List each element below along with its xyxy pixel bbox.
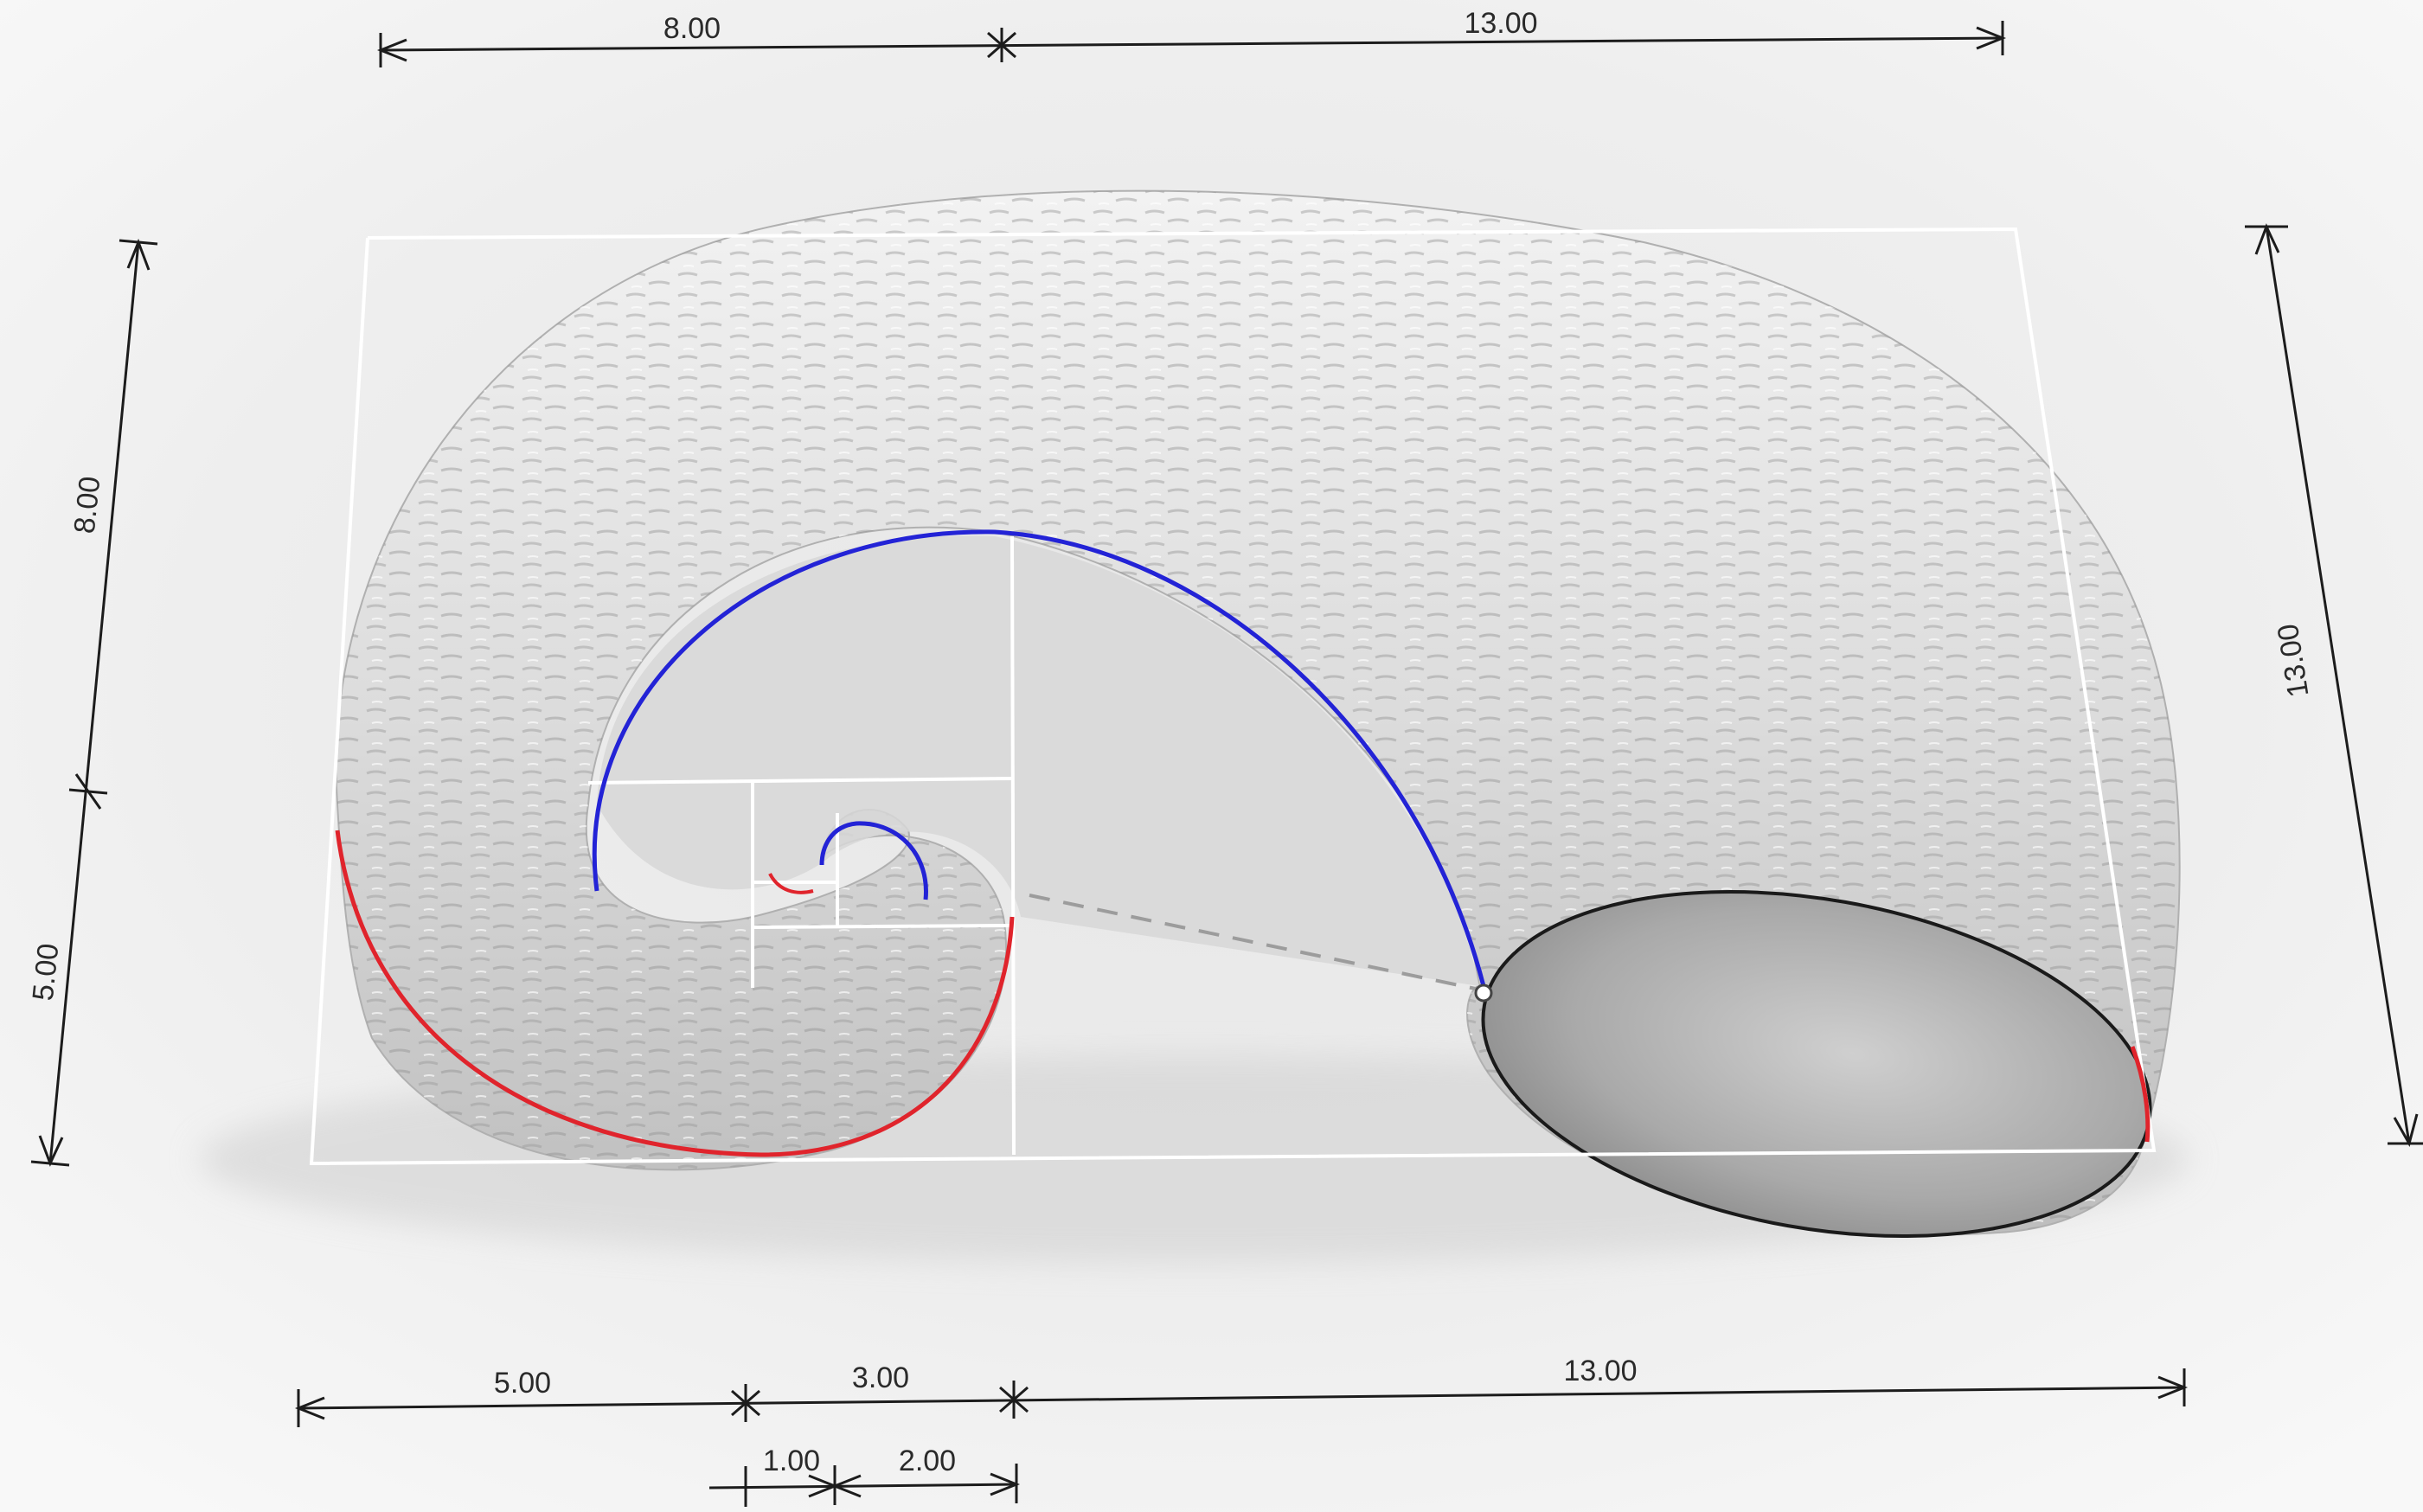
spiral-inner-floor <box>597 535 1479 986</box>
dimension-label: 5.00 <box>494 1367 551 1400</box>
dimension-label: 3.00 <box>852 1361 909 1394</box>
dimension-left: 8.00 5.00 <box>27 238 158 1167</box>
dimension-label: 5.00 <box>27 942 66 1003</box>
dimension-top: 8.00 13.00 <box>376 7 2007 67</box>
axis-dashed-line <box>1029 894 1484 992</box>
dimension-label: 1.00 <box>763 1445 820 1477</box>
dimension-bottom-row2: 1.00 2.00 <box>708 1445 1021 1507</box>
dimension-bottom-row1: 5.00 3.00 13.00 <box>294 1355 2189 1427</box>
dimension-label: 13.00 <box>1464 7 1537 40</box>
spiral-end-point <box>1474 983 1493 1003</box>
dimension-label: 8.00 <box>68 475 107 535</box>
red-spiral-curve <box>335 830 1015 1157</box>
blue-spiral-curve <box>592 529 1486 987</box>
dimension-label: 8.00 <box>663 12 721 45</box>
red-spiral-inner <box>768 873 814 894</box>
dimension-label: 13.00 <box>1563 1355 1637 1387</box>
red-aperture-edge <box>2130 1046 2151 1143</box>
dimension-label: 2.00 <box>899 1445 956 1477</box>
